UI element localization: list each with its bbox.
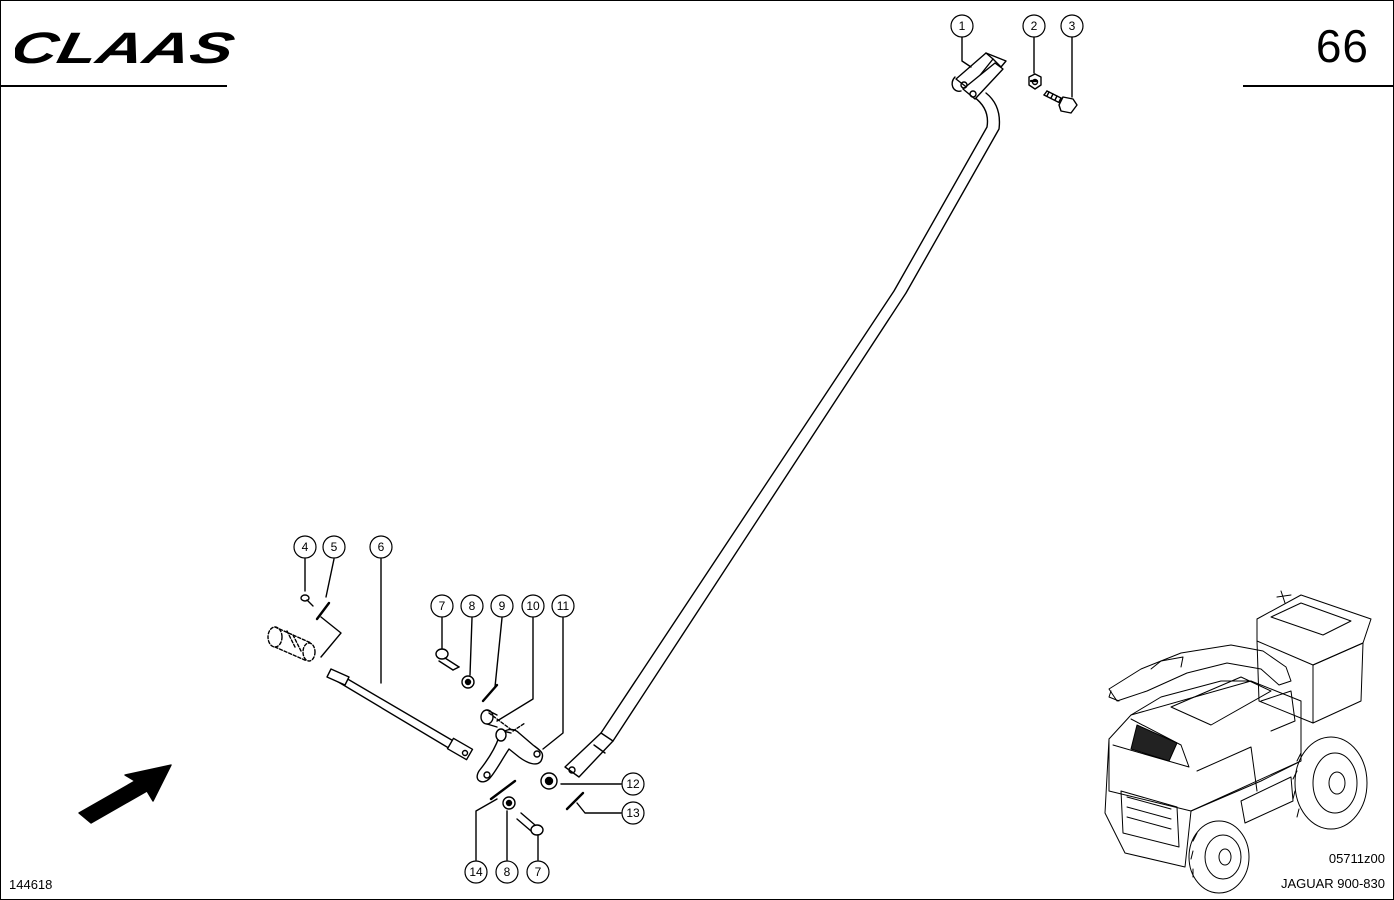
callout-5: 5 bbox=[331, 540, 338, 554]
callout-7b-circle bbox=[526, 860, 550, 884]
page-number: 66 bbox=[1315, 20, 1369, 72]
callout-11: 11 bbox=[557, 599, 570, 613]
callout-4-circle bbox=[293, 535, 317, 559]
callout-14-circle bbox=[464, 860, 488, 884]
callout-8b: 8 bbox=[504, 865, 511, 879]
split-pin-14 bbox=[489, 779, 517, 801]
callout-7b: 7 bbox=[535, 865, 542, 879]
header-rule-left bbox=[1, 85, 227, 87]
callout-1: 1 bbox=[959, 19, 966, 33]
brand-logo: CLAAS bbox=[15, 24, 235, 69]
callout-8b-circle bbox=[495, 860, 519, 884]
callout-1-circle bbox=[950, 14, 974, 38]
model-name: JAGUAR 900-830 bbox=[1280, 876, 1385, 891]
callout-9: 9 bbox=[499, 599, 506, 613]
callout-13: 13 bbox=[626, 806, 640, 820]
callout-10-circle bbox=[521, 594, 545, 618]
shoulder-bolt-lower bbox=[516, 812, 544, 836]
figure-id: 144618 bbox=[9, 877, 53, 892]
callout-13-circle bbox=[621, 801, 645, 825]
split-pin bbox=[315, 601, 331, 621]
control-rod bbox=[564, 92, 1001, 778]
image-code: 05711z00 bbox=[1328, 851, 1385, 866]
callout-9-circle bbox=[490, 594, 514, 618]
callout-5-circle bbox=[322, 535, 346, 559]
callout-7a: 7 bbox=[439, 599, 446, 613]
direction-arrow-icon bbox=[78, 764, 172, 824]
callout-2-circle bbox=[1022, 14, 1046, 38]
washer bbox=[461, 675, 475, 689]
ghost-pin bbox=[267, 626, 316, 662]
callout-10: 10 bbox=[526, 599, 540, 613]
callout-14: 14 bbox=[469, 865, 483, 879]
clevis-fork bbox=[951, 52, 1007, 100]
callout-3-circle bbox=[1060, 14, 1084, 38]
linkage-rod bbox=[326, 668, 474, 761]
small-pin bbox=[300, 594, 314, 607]
callout-2: 2 bbox=[1031, 19, 1038, 33]
header-rule-right bbox=[1243, 85, 1394, 87]
leader-5 bbox=[320, 616, 342, 658]
callout-4: 4 bbox=[302, 540, 309, 554]
callout-6-circle bbox=[369, 535, 393, 559]
split-pin-13 bbox=[565, 791, 585, 811]
callout-12: 12 bbox=[626, 777, 640, 791]
large-washer bbox=[540, 772, 558, 790]
forage-harvester-thumbnail bbox=[1104, 590, 1372, 894]
callout-8a: 8 bbox=[469, 599, 476, 613]
callout-12-circle bbox=[621, 772, 645, 796]
brand-text: CLAAS bbox=[15, 24, 235, 69]
nut bbox=[1028, 73, 1042, 90]
callout-6: 6 bbox=[378, 540, 385, 554]
callout-3: 3 bbox=[1069, 19, 1076, 33]
callout-8a-circle bbox=[460, 594, 484, 618]
cotter-pin bbox=[481, 683, 499, 703]
washer-lower bbox=[502, 796, 516, 810]
bolt bbox=[1043, 90, 1078, 114]
callout-11-circle bbox=[551, 594, 575, 618]
callout-7a-circle bbox=[430, 594, 454, 618]
